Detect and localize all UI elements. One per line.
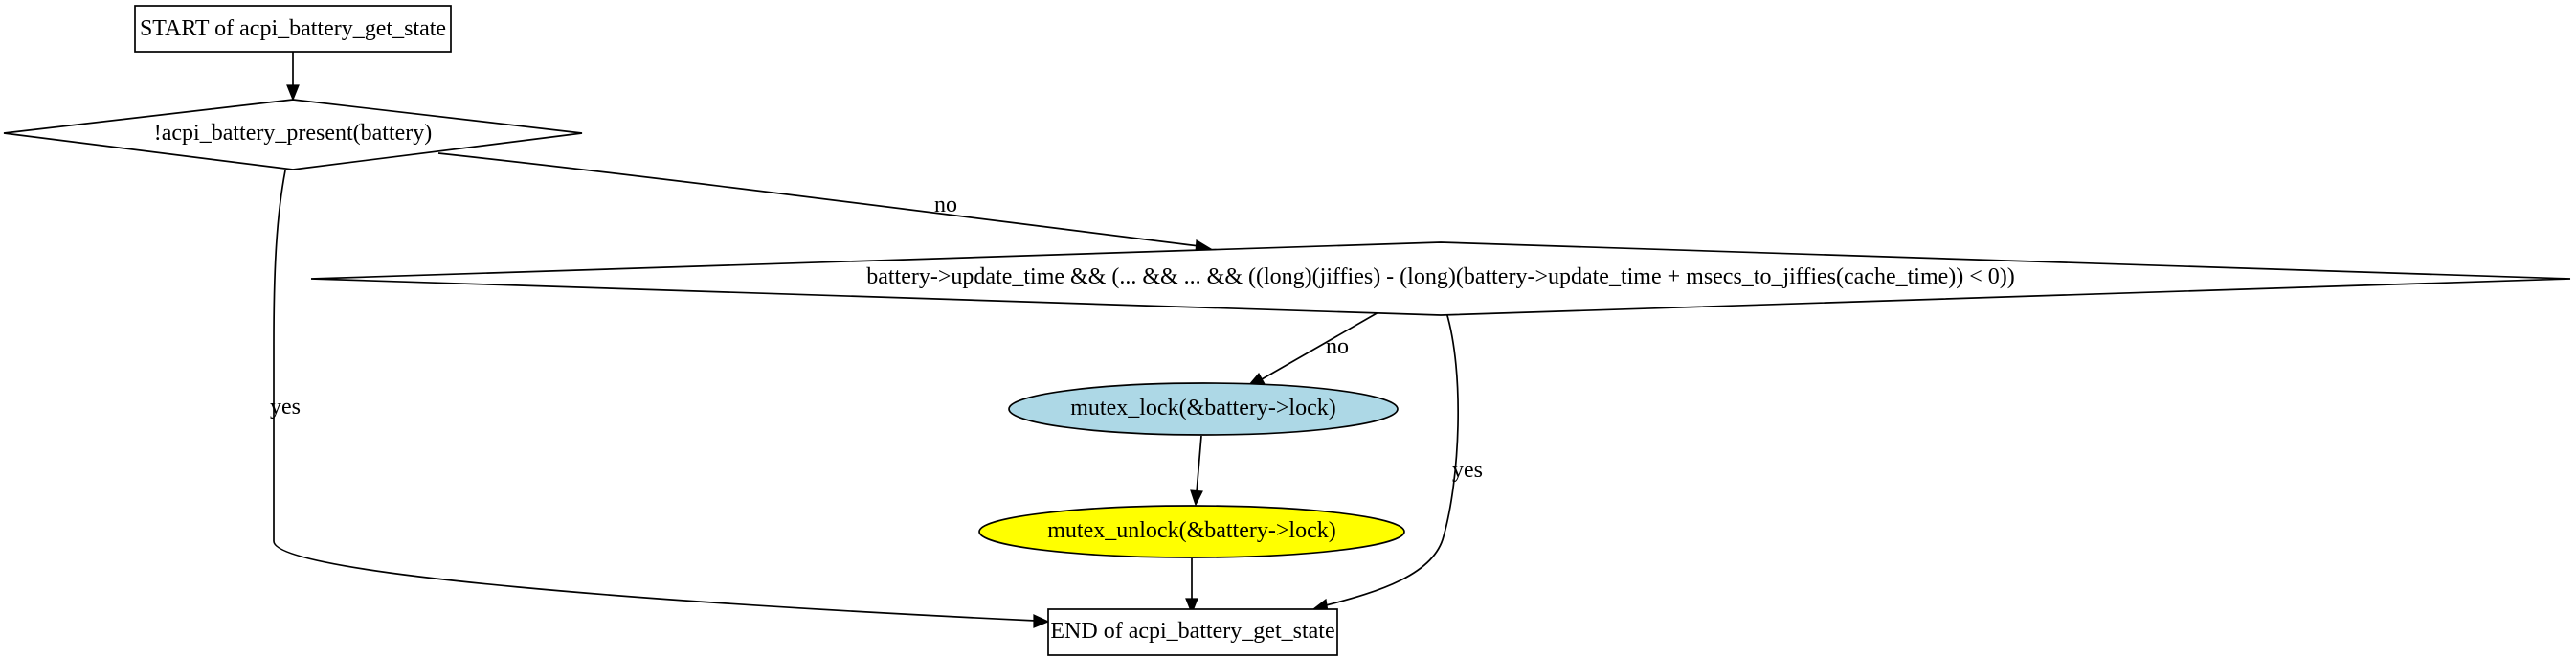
edge-lock-to-unlock	[1190, 435, 1203, 507]
edge-cond2-to-lock: no	[1246, 311, 1379, 387]
edge-line	[1196, 435, 1202, 493]
end-node-box	[1047, 608, 1338, 656]
edge-label-yes: yes	[1452, 458, 1483, 483]
mutex-lock-node: mutex_lock(&battery->lock)	[1008, 382, 1399, 436]
mutex-lock-ellipse	[1008, 382, 1399, 436]
edge-line	[1325, 311, 1460, 606]
condition-diamond	[3, 99, 583, 170]
arrowhead	[1033, 614, 1050, 628]
edge-cond2-to-end: yes	[1311, 311, 1483, 613]
edge-line	[437, 152, 1200, 247]
arrowhead	[286, 84, 300, 102]
end-node-label: END of acpi_battery_get_state	[1050, 619, 1334, 644]
condition-diamond	[310, 241, 2571, 316]
edge-label-no: no	[1326, 334, 1349, 359]
edge-unlock-to-end	[1185, 558, 1198, 615]
edge-start-to-cond1	[286, 52, 300, 102]
mutex-unlock-ellipse	[978, 505, 1405, 558]
edge-cond1-to-cond2: no	[437, 152, 1213, 254]
condition-label: !acpi_battery_present(battery)	[154, 121, 433, 146]
start-node-label: START of acpi_battery_get_state	[140, 16, 446, 41]
mutex-lock-label: mutex_lock(&battery->lock)	[1070, 396, 1335, 420]
condition-node-update-time: battery->update_time && (... && ... && (…	[310, 241, 2571, 316]
arrowhead	[1190, 489, 1203, 507]
end-node: END of acpi_battery_get_state	[1047, 608, 1338, 656]
edge-cond1-to-end: yes	[270, 170, 1050, 628]
condition-node-battery-present: !acpi_battery_present(battery)	[3, 99, 583, 170]
edge-line	[1261, 311, 1379, 380]
edge-line	[273, 170, 1037, 622]
edge-label-no: no	[934, 193, 957, 217]
condition-label: battery->update_time && (... && ... && (…	[866, 264, 2015, 289]
mutex-unlock-label: mutex_unlock(&battery->lock)	[1047, 518, 1335, 543]
mutex-unlock-node: mutex_unlock(&battery->lock)	[978, 505, 1405, 558]
edge-label-yes: yes	[270, 395, 301, 420]
arrowhead	[1185, 598, 1198, 615]
start-node: START of acpi_battery_get_state	[134, 5, 452, 53]
start-node-box	[134, 5, 452, 53]
